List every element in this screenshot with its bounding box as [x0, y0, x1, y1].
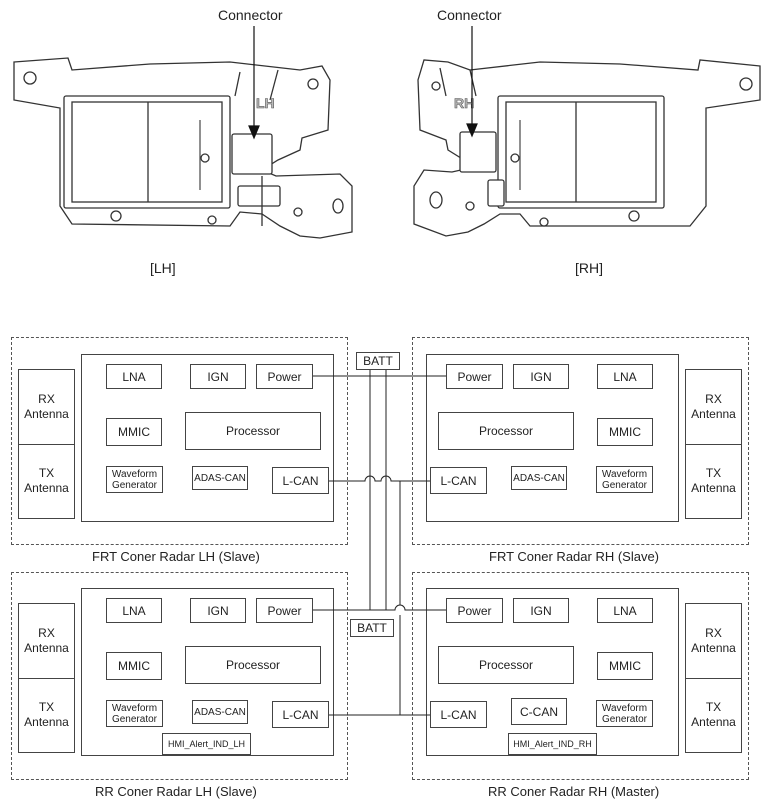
waveform-generator-block: Waveform Generator — [106, 466, 163, 493]
caption-rh: [RH] — [575, 260, 603, 276]
processor-block: Processor — [438, 646, 574, 684]
caption-rr-lh: RR Coner Radar LH (Slave) — [95, 784, 257, 799]
mmic-block: MMIC — [106, 652, 162, 680]
antenna-block-frt-lh: RX Antenna TX Antenna — [18, 369, 75, 519]
adas-can-block: ADAS-CAN — [192, 466, 248, 490]
waveform-generator-block: Waveform Generator — [596, 466, 653, 493]
processor-block: Processor — [438, 412, 574, 450]
batt-label-bottom: BATT — [350, 619, 394, 637]
lna-block: LNA — [597, 598, 653, 623]
l-can-block: L-CAN — [430, 467, 487, 494]
radar-unit-rh-drawing — [413, 59, 761, 237]
module-rr-lh — [11, 572, 348, 780]
module-rr-rh — [412, 572, 749, 780]
ign-block: IGN — [190, 364, 246, 389]
tx-antenna: TX Antenna — [691, 700, 736, 729]
caption-frt-lh: FRT Coner Radar LH (Slave) — [92, 549, 260, 564]
caption-frt-rh: FRT Coner Radar RH (Slave) — [489, 549, 660, 564]
lna-block: LNA — [597, 364, 653, 389]
l-can-block: L-CAN — [272, 467, 329, 494]
connector-rh-arrowhead — [466, 123, 478, 138]
adas-can-block: ADAS-CAN — [192, 700, 248, 724]
processor-block: Processor — [185, 412, 321, 450]
tx-antenna: TX Antenna — [24, 700, 69, 729]
rx-antenna: RX Antenna — [19, 370, 74, 445]
radar-unit-lh-drawing — [13, 57, 353, 239]
antenna-block-rr-rh: RX Antenna TX Antenna — [685, 603, 742, 753]
module-frt-rh — [412, 337, 749, 545]
radar-unit-drawings: LH RH — [13, 26, 761, 239]
lh-mark: LH — [256, 95, 275, 111]
l-can-block: L-CAN — [272, 701, 329, 728]
rx-antenna: RX Antenna — [19, 604, 74, 679]
power-block: Power — [256, 364, 313, 389]
waveform-generator-block: Waveform Generator — [596, 700, 653, 727]
module-frt-lh — [11, 337, 348, 545]
antenna-block-rr-lh: RX Antenna TX Antenna — [18, 603, 75, 753]
waveform-generator-block: Waveform Generator — [106, 700, 163, 727]
caption-rr-rh: RR Coner Radar RH (Master) — [488, 784, 660, 799]
lna-block: LNA — [106, 598, 162, 623]
adas-can-block: ADAS-CAN — [511, 466, 567, 490]
power-block: Power — [446, 598, 503, 623]
tx-antenna: TX Antenna — [24, 466, 69, 495]
tx-antenna: TX Antenna — [691, 466, 736, 495]
antenna-block-frt-rh: RX Antenna TX Antenna — [685, 369, 742, 519]
c-can-block: C-CAN — [511, 698, 567, 725]
ign-block: IGN — [513, 598, 569, 623]
lna-block: LNA — [106, 364, 162, 389]
caption-lh: [LH] — [150, 260, 176, 276]
power-block: Power — [256, 598, 313, 623]
rx-antenna: RX Antenna — [686, 370, 741, 445]
l-can-block: L-CAN — [430, 701, 487, 728]
mmic-block: MMIC — [597, 652, 653, 680]
connector-lh-label: Connector — [218, 7, 283, 23]
hmi-alert-ind-block: HMI_Alert_IND_LH — [162, 733, 251, 755]
processor-block: Processor — [185, 646, 321, 684]
hmi-alert-ind-block: HMI_Alert_IND_RH — [508, 733, 597, 755]
connector-rh-label: Connector — [437, 7, 502, 23]
mmic-block: MMIC — [106, 418, 162, 446]
rh-mark: RH — [454, 95, 474, 111]
mmic-block: MMIC — [597, 418, 653, 446]
batt-label-top: BATT — [356, 352, 400, 370]
ign-block: IGN — [513, 364, 569, 389]
power-block: Power — [446, 364, 503, 389]
rx-antenna: RX Antenna — [686, 604, 741, 679]
ign-block: IGN — [190, 598, 246, 623]
connector-lh-arrowhead — [248, 125, 260, 140]
